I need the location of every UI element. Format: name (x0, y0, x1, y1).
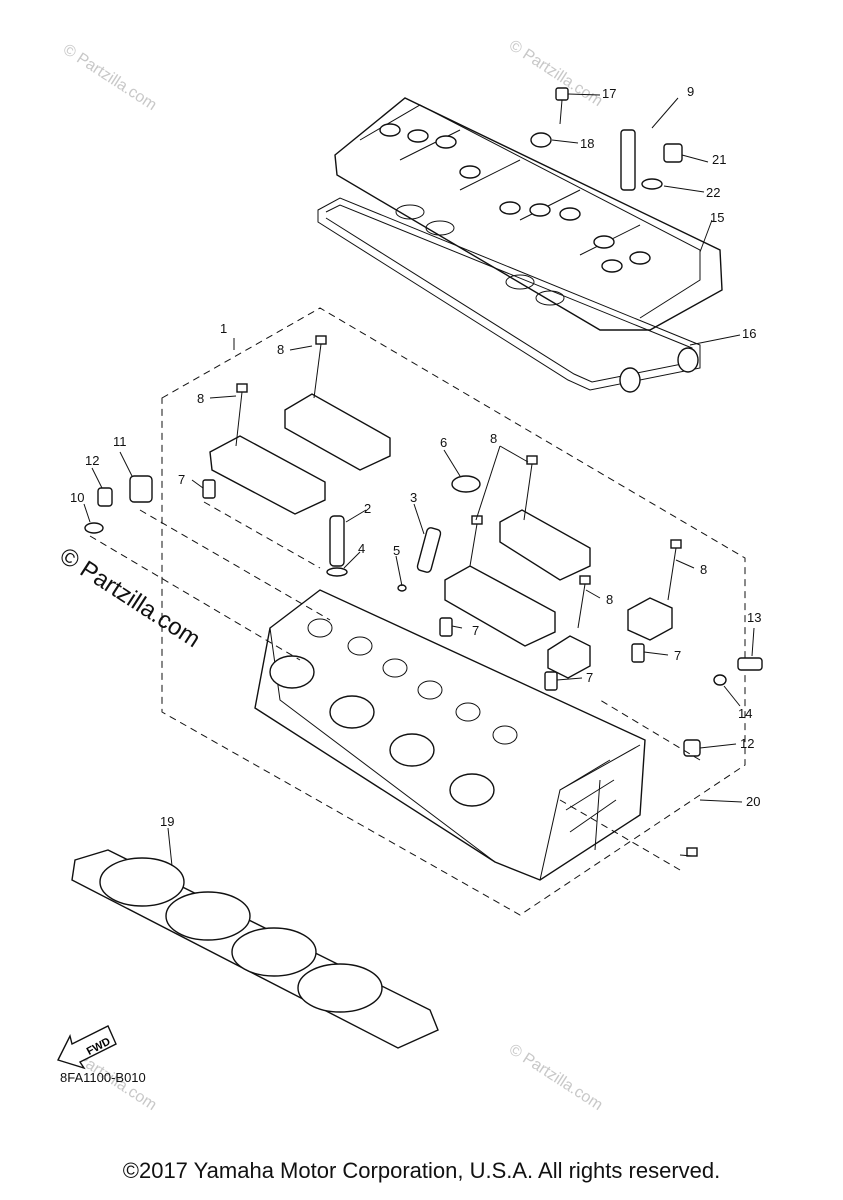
head-gasket (71, 849, 439, 1049)
callout-7: 7 (586, 670, 593, 685)
callout-3: 3 (410, 490, 417, 505)
callout-12: 12 (740, 736, 754, 751)
callout-15: 15 (710, 210, 724, 225)
callout-2: 2 (364, 501, 371, 516)
callout-5: 5 (393, 543, 400, 558)
callouts: 1 2 3 4 5 6 7 7 7 7 8 8 8 8 8 9 10 11 12… (70, 84, 761, 829)
camshaft-caps (209, 393, 673, 679)
diagram-code: 8FA1100-B010 (60, 1070, 146, 1085)
callout-7: 7 (178, 472, 185, 487)
callout-22: 22 (706, 185, 720, 200)
callout-19: 19 (160, 814, 174, 829)
callout-1: 1 (220, 321, 227, 336)
callout-4: 4 (358, 541, 365, 556)
callout-9: 9 (687, 84, 694, 99)
callout-11: 11 (113, 434, 127, 449)
cylinder-head (254, 589, 646, 881)
callout-8: 8 (606, 592, 613, 607)
callout-7: 7 (674, 648, 681, 663)
watermark: © Partzilla.com (60, 41, 160, 114)
head-cover (334, 97, 723, 331)
callout-8: 8 (490, 431, 497, 446)
callout-6: 6 (440, 435, 447, 450)
watermark: © Partzilla.com (506, 1041, 606, 1114)
small-parts (84, 87, 763, 757)
callout-7: 7 (472, 623, 479, 638)
callout-8: 8 (277, 342, 284, 357)
callout-17: 17 (602, 86, 616, 101)
callout-8: 8 (197, 391, 204, 406)
callout-13: 13 (747, 610, 761, 625)
copyright-notice: ©2017 Yamaha Motor Corporation, U.S.A. A… (122, 1158, 721, 1183)
callout-10: 10 (70, 490, 84, 505)
leader-lines (83, 93, 755, 871)
cover-gasket (317, 197, 701, 393)
bolts (235, 335, 698, 857)
callout-18: 18 (580, 136, 594, 151)
assembly-boundary (161, 307, 746, 916)
watermark-large: © Partzilla.com (55, 542, 205, 653)
callout-14: 14 (738, 706, 752, 721)
callout-8: 8 (700, 562, 707, 577)
callout-16: 16 (742, 326, 756, 341)
callout-21: 21 (712, 152, 726, 167)
callout-12: 12 (85, 453, 99, 468)
callout-20: 20 (746, 794, 760, 809)
